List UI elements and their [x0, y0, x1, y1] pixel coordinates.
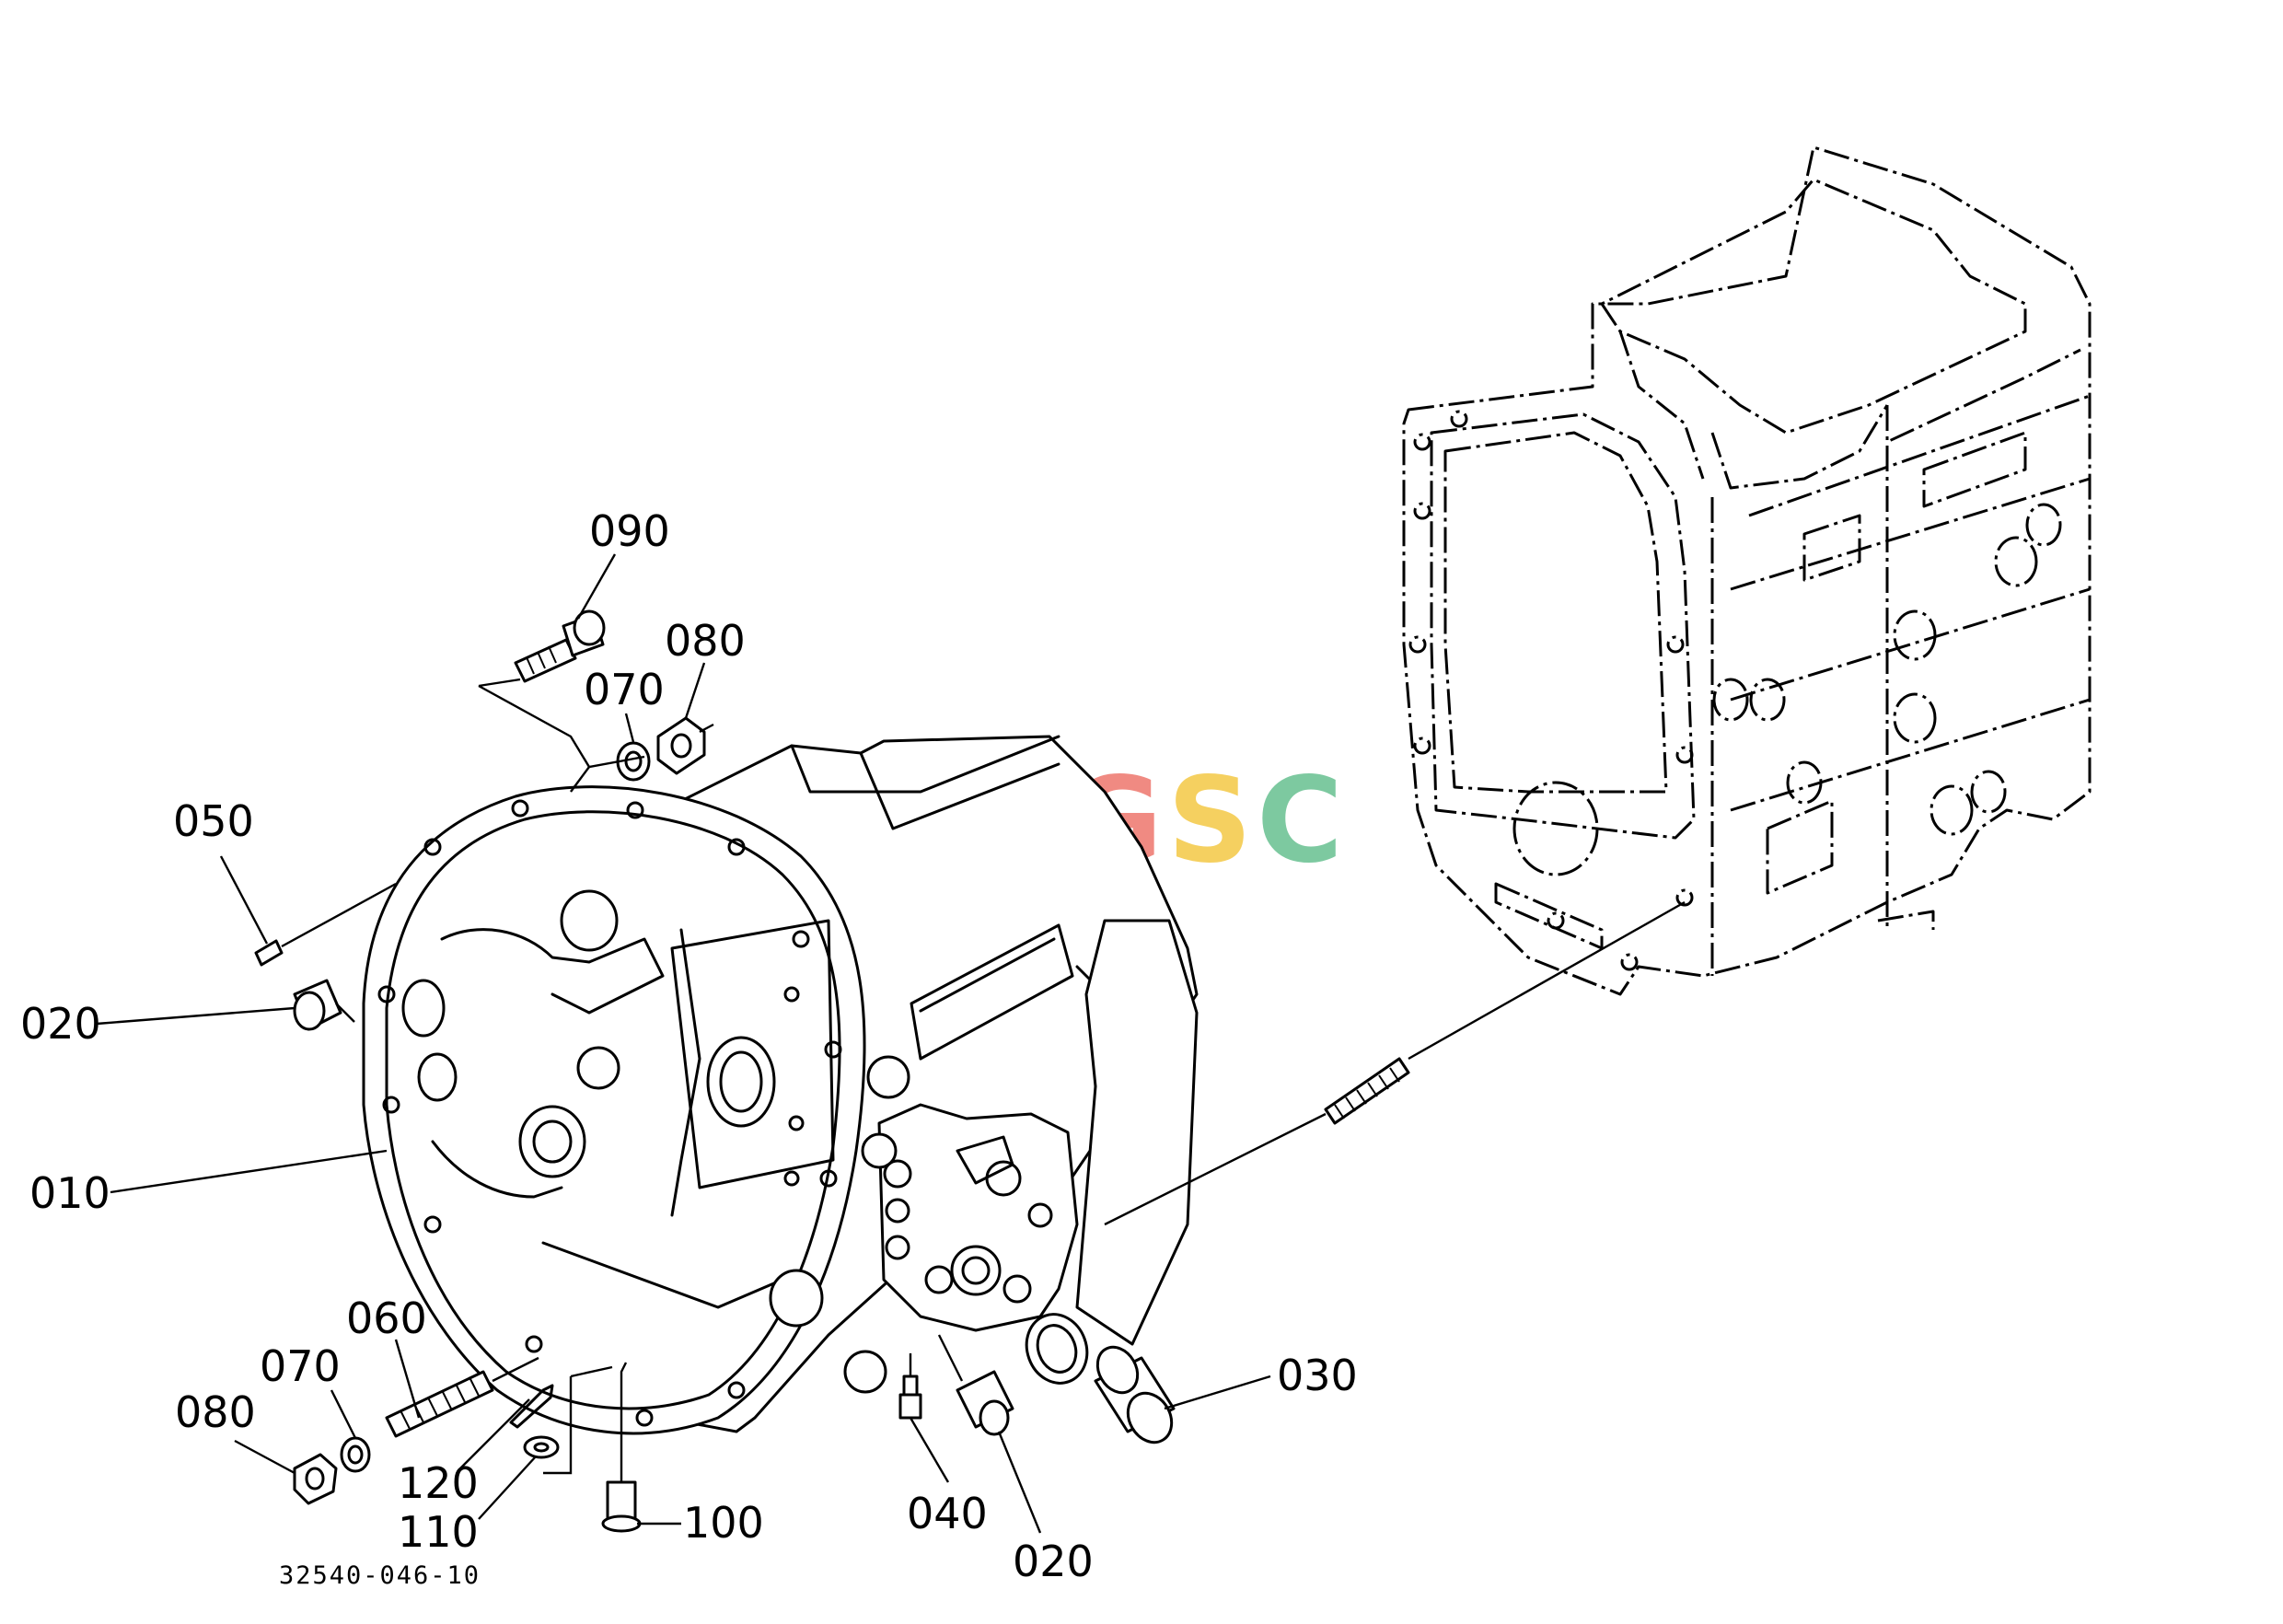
callout-100: 100 [683, 1498, 764, 1548]
bushing-020-left [293, 979, 355, 1031]
rear-transmission-case [1402, 145, 2092, 996]
callout-070-top: 070 [584, 665, 665, 714]
watermark-letter-s: S [1167, 752, 1252, 889]
bolt-090 [514, 609, 606, 683]
callout-020-bottom: 020 [1013, 1537, 1094, 1586]
washer-070-bottom [340, 1436, 371, 1473]
callout-leaders [96, 553, 1271, 1534]
callout-080-bottom: 080 [175, 1387, 256, 1437]
callout-080-top: 080 [665, 616, 746, 666]
callout-050: 050 [173, 796, 254, 846]
assembly-line-090 [478, 678, 645, 769]
watermark-letter-c2: C [1257, 752, 1343, 889]
assembly-line-flange-top [570, 766, 590, 793]
connecting-stud [1104, 900, 1686, 1226]
callout-060: 060 [346, 1293, 427, 1343]
callout-020-left: 020 [20, 999, 101, 1049]
nut-080-bottom [293, 1453, 338, 1505]
callout-010: 010 [29, 1168, 110, 1218]
callout-110: 110 [398, 1507, 479, 1557]
clevis-pin-100 [543, 1362, 642, 1533]
sleeve-030 [1094, 1345, 1176, 1444]
cotter-pin-120 [509, 1384, 554, 1429]
bushing-020-bottom [937, 1334, 1014, 1436]
transmission-case-010 [362, 735, 1199, 1435]
grease-fitting-040 [898, 1353, 922, 1420]
callout-120: 120 [398, 1458, 479, 1508]
nut-080-top [656, 716, 706, 775]
assembly-line-080-top [699, 723, 714, 734]
callout-070-bottom: 070 [260, 1341, 341, 1391]
pin-050 [254, 882, 397, 967]
callout-090: 090 [589, 506, 670, 556]
callout-040: 040 [907, 1489, 988, 1538]
washer-110 [523, 1435, 560, 1459]
washer-070-top [616, 741, 651, 782]
callout-030: 030 [1277, 1351, 1358, 1400]
document-number: 32540-046-10 [279, 1561, 481, 1590]
callout-labels: 090 080 070 050 020 010 060 070 080 120 … [20, 506, 1358, 1586]
stud-060 [385, 1356, 539, 1438]
